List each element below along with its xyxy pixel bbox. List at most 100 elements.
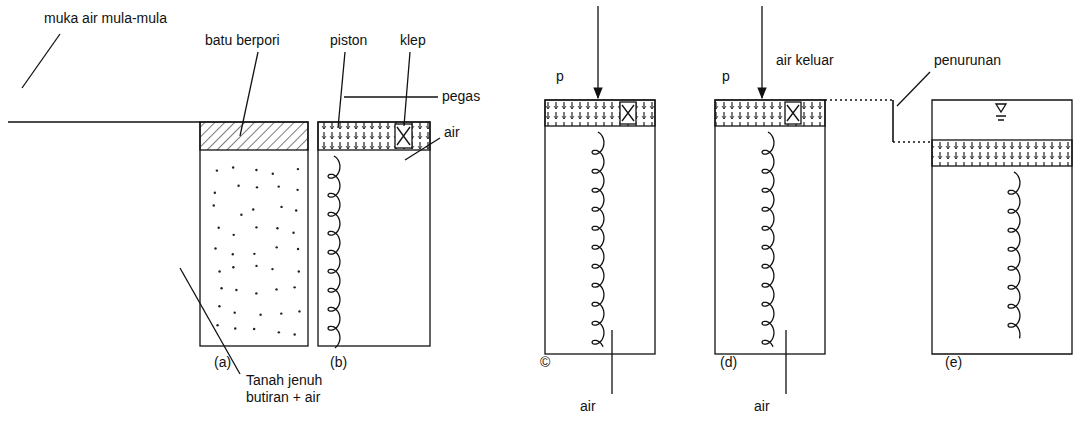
- spring: [762, 132, 774, 347]
- panel-label: (a): [214, 354, 231, 371]
- part-label: air: [580, 398, 596, 415]
- soil-grain: [232, 266, 234, 268]
- soil-grain: [220, 287, 222, 289]
- soil-grain: [295, 209, 297, 211]
- load-arrow: [761, 6, 762, 98]
- cylinder: [715, 100, 825, 354]
- soil-grain: [271, 268, 273, 270]
- soil-grain: [234, 327, 236, 329]
- soil-grain: [278, 331, 280, 333]
- spring: [328, 156, 340, 348]
- part-label: Tanah jenuh butiran + air: [246, 372, 346, 406]
- part-label: air: [754, 398, 770, 415]
- leader-line: [180, 268, 240, 374]
- valve: [395, 124, 412, 148]
- leader-line: [344, 96, 438, 97]
- valve: [785, 102, 801, 124]
- soil-grain: [293, 333, 295, 335]
- spring: [592, 132, 604, 347]
- leader-line: [785, 330, 786, 394]
- settlement-bracket: [892, 100, 894, 142]
- soil-grain: [218, 227, 220, 229]
- part-label: piston: [330, 32, 367, 49]
- panel-label: (b): [330, 354, 347, 371]
- valve-mark: [622, 105, 634, 121]
- water-level-line: [8, 121, 200, 122]
- cylinder: [545, 100, 655, 354]
- soil-grain: [255, 265, 257, 267]
- soil-grain: [255, 226, 257, 228]
- part-label: penurunan: [934, 52, 1001, 69]
- leader-line: [405, 138, 440, 160]
- soil-grain: [293, 286, 295, 288]
- piston: [932, 140, 1072, 166]
- reference-line: [825, 99, 893, 100]
- piston: [545, 100, 655, 126]
- load-label: p: [722, 68, 730, 85]
- soil-grain: [213, 204, 215, 206]
- springs: [328, 132, 1020, 348]
- reference-line: [893, 141, 932, 142]
- leader-line: [338, 52, 345, 128]
- soil-grain: [276, 246, 278, 248]
- porous-stone: [200, 122, 308, 150]
- soil-grain: [272, 173, 274, 175]
- spring: [1008, 172, 1020, 338]
- soil-grain: [253, 328, 255, 330]
- soil-grain: [296, 189, 298, 191]
- part-label: pegas: [442, 88, 480, 105]
- soil-grain: [275, 288, 277, 290]
- panel-label: ©: [540, 354, 550, 371]
- soil-grain: [234, 311, 236, 313]
- valve: [620, 102, 636, 124]
- load-label: p: [556, 68, 564, 85]
- part-label: air keluar: [776, 52, 834, 69]
- soil-grain: [235, 289, 237, 291]
- soil-grain: [214, 247, 216, 249]
- soil-grain: [292, 232, 294, 234]
- soil-grain: [256, 186, 258, 188]
- soil-grain: [280, 312, 282, 314]
- soil-grain: [237, 185, 239, 187]
- cylinder: [932, 100, 1072, 354]
- soil-grain: [253, 253, 255, 255]
- soil-grain: [297, 248, 299, 250]
- part-label: air: [444, 124, 460, 141]
- soil-grains: [213, 166, 301, 336]
- soil-grain: [216, 324, 218, 326]
- soil-grain: [278, 185, 280, 187]
- soil-grain: [255, 292, 257, 294]
- soil-grain: [216, 169, 218, 171]
- valve-mark: [787, 105, 799, 121]
- leader-line: [897, 72, 930, 106]
- soil-grain: [214, 192, 216, 194]
- leader-line: [240, 52, 258, 136]
- soil-grain: [240, 213, 242, 215]
- soil-grain: [218, 305, 220, 307]
- soil-grain: [255, 169, 257, 171]
- soil-grain: [232, 253, 234, 255]
- soil-grain: [232, 166, 234, 168]
- panel-label: (e): [945, 354, 962, 371]
- leader-line: [611, 330, 612, 394]
- soil-grain: [298, 310, 300, 312]
- soil-grain: [259, 313, 261, 315]
- piston: [318, 122, 430, 150]
- soil-grain: [298, 270, 300, 272]
- soil-container: [200, 122, 308, 346]
- panel-label: (d): [720, 354, 737, 371]
- soil-grain: [276, 227, 278, 229]
- leader-line: [22, 34, 60, 88]
- piston: [715, 100, 825, 126]
- load-arrow: [597, 6, 598, 98]
- soil-grain: [252, 208, 254, 210]
- soil-grain: [233, 234, 235, 236]
- soil-grain: [297, 168, 299, 170]
- soil-grain: [280, 206, 282, 208]
- soil-grain: [218, 270, 220, 272]
- water-symbol: [996, 104, 1006, 120]
- leader-line: [404, 52, 410, 126]
- part-label: muka air mula-mula: [44, 10, 167, 27]
